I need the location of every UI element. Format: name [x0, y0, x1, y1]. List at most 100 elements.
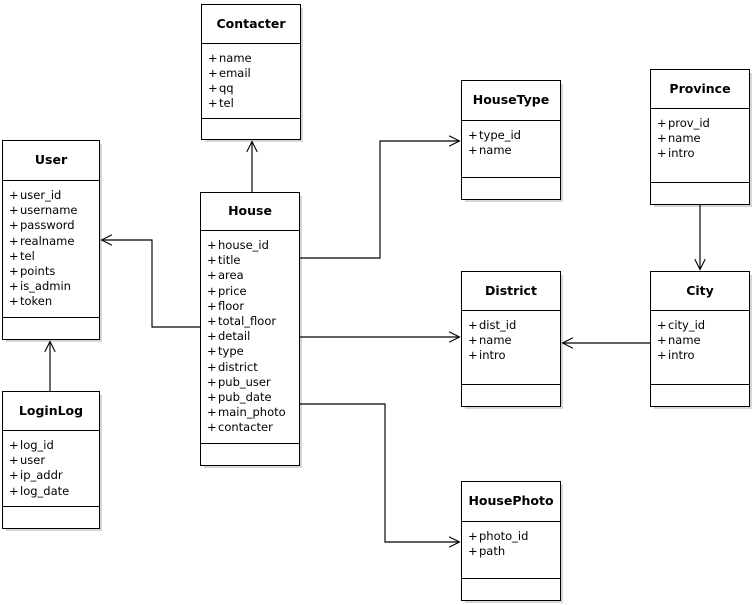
attribute-row: +tel	[208, 96, 300, 111]
relationship-house-to-housephoto	[300, 403, 461, 548]
attribute-row: +intro	[468, 348, 560, 363]
visibility-marker-icon: +	[9, 264, 19, 279]
attribute-row: +type	[207, 344, 299, 359]
visibility-marker-icon: +	[9, 453, 19, 468]
attribute-row: +area	[207, 268, 299, 283]
visibility-marker-icon: +	[9, 248, 19, 263]
visibility-marker-icon: +	[207, 268, 217, 283]
class-operations-user	[3, 317, 99, 339]
attribute-row: +log_date	[9, 484, 99, 499]
visibility-marker-icon: +	[208, 81, 218, 96]
attribute-row: +qq	[208, 81, 300, 96]
class-title-province: Province	[669, 80, 731, 96]
attribute-name: type_id	[479, 128, 521, 142]
attribute-name: title	[218, 253, 241, 268]
attribute-name: user	[20, 453, 46, 468]
class-box-contacter[interactable]: Contacter +name+email+qq+tel	[201, 4, 301, 140]
class-title-user: User	[34, 152, 68, 168]
class-operations-loginlog	[3, 506, 99, 528]
attribute-name: city_id	[668, 318, 706, 332]
attribute-row: +price	[207, 284, 299, 299]
visibility-marker-icon: +	[468, 318, 478, 332]
class-attributes-user: +user_id+username+password+realname+tel+…	[3, 180, 99, 317]
attribute-name: user_id	[20, 188, 62, 202]
attribute-row: +realname	[9, 234, 99, 249]
class-box-user[interactable]: User+user_id+username+password+realname+…	[2, 140, 100, 340]
class-attributes-house: +house_id+title+area+price+floor+total_f…	[201, 230, 299, 443]
class-box-house[interactable]: House +house_id+title+area+price+floor+to…	[200, 192, 300, 466]
attribute-row: +user	[9, 453, 99, 468]
visibility-marker-icon: +	[468, 544, 478, 559]
visibility-marker-icon: +	[207, 344, 217, 359]
attribute-name: intro	[668, 348, 695, 363]
attribute-row: +token	[9, 294, 99, 309]
visibility-marker-icon: +	[207, 359, 217, 374]
class-box-housephoto[interactable]: HousePhoto+photo_id+path	[461, 481, 561, 601]
attribute-name: name	[479, 333, 512, 348]
visibility-marker-icon: +	[9, 188, 19, 202]
attribute-row: +detail	[207, 329, 299, 344]
attribute-row: +main_photo	[207, 405, 299, 420]
attribute-row: +title	[207, 253, 299, 268]
visibility-marker-icon: +	[208, 50, 218, 65]
visibility-marker-icon: +	[657, 146, 667, 161]
class-box-loginlog[interactable]: LoginLog+log_id+user+ip_addr+log_date	[2, 391, 100, 529]
visibility-marker-icon: +	[207, 253, 217, 268]
class-title-city: City	[686, 282, 714, 298]
visibility-marker-icon: +	[468, 333, 478, 348]
attribute-name: main_photo	[218, 405, 286, 420]
attribute-row: +floor	[207, 299, 299, 314]
attribute-name: pub_user	[218, 374, 271, 389]
class-attributes-housetype: +type_id+name	[462, 120, 560, 177]
visibility-marker-icon: +	[207, 374, 217, 389]
class-attributes-housephoto: +photo_id+path	[462, 521, 560, 578]
class-box-city[interactable]: City +city_id+name+intro	[650, 271, 750, 407]
attribute-name: intro	[668, 146, 695, 161]
visibility-marker-icon: +	[468, 348, 478, 363]
visibility-marker-icon: +	[207, 283, 217, 298]
attribute-name: prov_id	[668, 116, 710, 130]
attribute-row: +intro	[657, 348, 749, 363]
attribute-name: points	[20, 264, 56, 279]
attribute-name: house_id	[218, 238, 269, 252]
attribute-row: +intro	[657, 146, 749, 161]
visibility-marker-icon: +	[468, 128, 478, 142]
class-attributes-district: +dist_id+name+intro	[462, 310, 560, 384]
visibility-marker-icon: +	[207, 238, 217, 252]
attribute-row: +dist_id	[468, 318, 560, 333]
class-title-contacter: Contacter	[216, 15, 286, 31]
attribute-row: +points	[9, 264, 99, 279]
attribute-row: +type_id	[468, 128, 560, 143]
visibility-marker-icon: +	[207, 298, 217, 313]
visibility-marker-icon: +	[657, 333, 667, 348]
visibility-marker-icon: +	[9, 233, 19, 248]
attribute-name: username	[20, 203, 78, 218]
class-operations-contacter	[202, 117, 300, 139]
attribute-row: +pub_date	[207, 390, 299, 405]
visibility-marker-icon: +	[207, 405, 217, 420]
class-box-housetype[interactable]: HouseType+type_id+name	[461, 80, 561, 200]
attribute-name: intro	[479, 348, 506, 363]
class-attributes-contacter: +name+email+qq+tel	[202, 42, 300, 118]
attribute-name: tel	[20, 248, 35, 263]
attribute-row: +password	[9, 218, 99, 233]
attribute-row: +pub_user	[207, 375, 299, 390]
class-title-loginlog: LoginLog	[18, 402, 84, 418]
class-operations-district	[462, 384, 560, 406]
class-title-house: House	[228, 203, 272, 219]
attribute-row: +name	[468, 143, 560, 158]
visibility-marker-icon: +	[208, 66, 218, 81]
visibility-marker-icon: +	[9, 294, 19, 309]
class-box-province[interactable]: Province+prov_id+name+intro	[650, 69, 750, 205]
attribute-name: contacter	[218, 420, 273, 435]
class-box-district[interactable]: District+dist_id+name+intro	[461, 271, 561, 407]
visibility-marker-icon: +	[9, 203, 19, 218]
attribute-row: +username	[9, 203, 99, 218]
visibility-marker-icon: +	[657, 348, 667, 363]
class-attributes-city: +city_id+name+intro	[651, 310, 749, 384]
attribute-row: +email	[208, 66, 300, 81]
attribute-name: detail	[218, 329, 251, 344]
visibility-marker-icon: +	[207, 420, 217, 435]
class-attributes-province: +prov_id+name+intro	[651, 108, 749, 182]
